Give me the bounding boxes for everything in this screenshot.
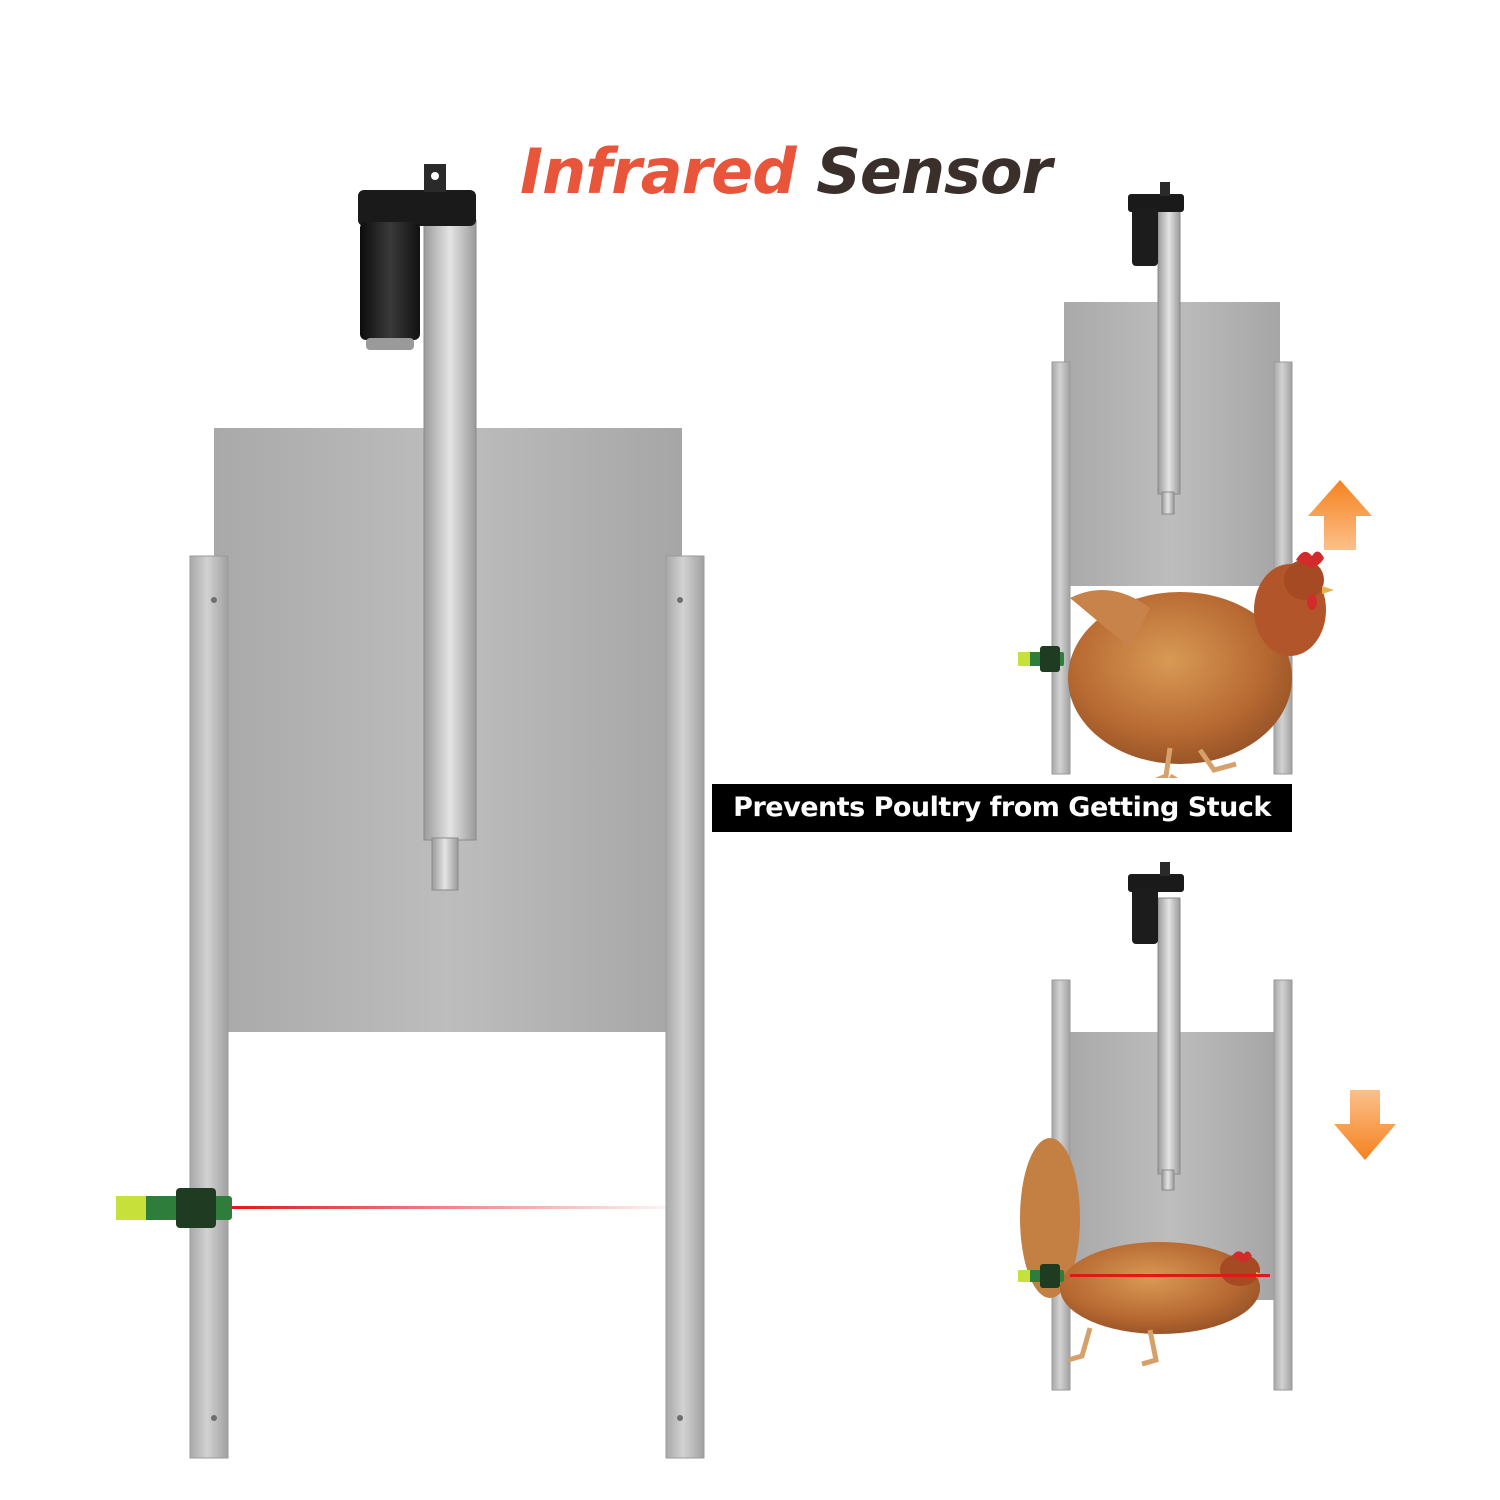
chicken-icon [1068, 551, 1334, 778]
feature-banner: Prevents Poultry from Getting Stuck [712, 784, 1292, 832]
title-heading: Infrared Sensor [520, 132, 1052, 212]
up-arrow-icon [1308, 480, 1372, 550]
down-arrow-icon [1334, 1090, 1396, 1160]
title-highlight: Infrared [520, 135, 797, 208]
laser-beam [1070, 1274, 1270, 1277]
title-rest: Sensor [816, 135, 1052, 208]
chicken-icon [1020, 1138, 1264, 1367]
motor-body [360, 222, 420, 340]
actuator-piston [431, 837, 459, 891]
main-door-illustration [116, 164, 705, 1459]
blocked-scene-illustration [1018, 862, 1396, 1391]
laser-beam [232, 1206, 666, 1209]
left-rail [189, 555, 229, 1459]
motor-gearbox [358, 190, 476, 226]
actuator-housing [423, 219, 477, 841]
right-rail [665, 555, 705, 1459]
opening-scene-illustration [1018, 182, 1372, 778]
left-rail [1051, 361, 1071, 775]
right-rail [1273, 979, 1293, 1391]
